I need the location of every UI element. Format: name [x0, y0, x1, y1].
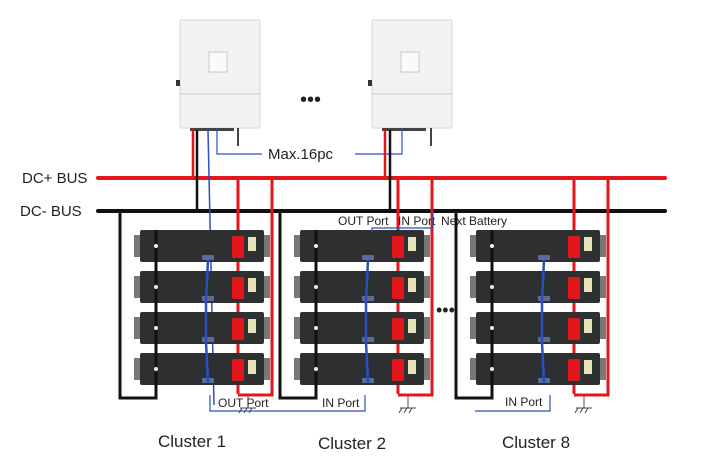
in-port-label: IN Port — [322, 396, 360, 410]
battery-module — [470, 230, 606, 262]
battery-module — [134, 230, 270, 262]
power-terminal-icon — [568, 236, 580, 258]
battery-module — [134, 353, 270, 385]
cluster-2-label: Cluster 2 — [318, 434, 386, 453]
power-terminal-icon — [232, 277, 244, 299]
ground-icon — [574, 407, 592, 414]
comm-link-8 — [475, 395, 551, 412]
power-terminal-icon — [392, 236, 404, 258]
comm-port-icon — [538, 255, 550, 260]
power-terminal-icon — [392, 359, 404, 381]
cluster-1-label: Cluster 1 — [158, 432, 226, 451]
battery-cluster-2 — [278, 178, 434, 414]
battery-module — [470, 353, 606, 385]
comm-port-icon — [362, 255, 374, 260]
breaker-icon — [584, 237, 592, 251]
inverter-display-icon — [400, 51, 420, 73]
comm-port-icon — [362, 296, 374, 301]
cluster-8-label: Cluster 8 — [502, 433, 570, 452]
inverter-1 — [176, 19, 261, 146]
breaker-icon — [248, 237, 256, 251]
inverter-ellipsis: ••• — [300, 89, 321, 111]
battery-cluster-3 — [454, 178, 610, 414]
battery-module — [294, 312, 430, 344]
dc-positive-bus-label: DC+ BUS — [22, 170, 87, 187]
comm-port-icon — [202, 255, 214, 260]
battery-module — [294, 353, 430, 385]
comm-port-icon — [538, 296, 550, 301]
comm-port-icon — [202, 296, 214, 301]
next-battery-label: Next Battery — [441, 214, 507, 228]
power-terminal-icon — [392, 318, 404, 340]
comm-port-icon — [362, 337, 374, 342]
in-port-label-2: IN Port — [398, 214, 436, 228]
comm-port-icon — [202, 337, 214, 342]
in-port-label-3: IN Port — [505, 395, 543, 409]
comm-port-icon — [538, 337, 550, 342]
comm-link-1-2 — [209, 395, 366, 412]
power-terminal-icon — [232, 318, 244, 340]
breaker-icon — [408, 237, 416, 251]
breaker-icon — [408, 319, 416, 333]
battery-module — [470, 271, 606, 303]
battery-module — [134, 271, 270, 303]
power-terminal-icon — [232, 359, 244, 381]
out-port-label-2: OUT Port — [338, 214, 389, 228]
breaker-icon — [584, 360, 592, 374]
power-terminal-icon — [568, 318, 580, 340]
cluster-ellipsis: ••• — [436, 300, 455, 320]
breaker-icon — [248, 360, 256, 374]
power-terminal-icon — [568, 359, 580, 381]
inverter-display-icon — [208, 51, 228, 73]
inverter-2 — [368, 19, 453, 146]
breaker-icon — [408, 360, 416, 374]
power-terminal-icon — [568, 277, 580, 299]
breaker-icon — [408, 278, 416, 292]
battery-module — [294, 230, 430, 262]
dc-negative-bus-label: DC- BUS — [20, 203, 82, 220]
ground-icon — [398, 407, 416, 414]
power-terminal-icon — [232, 236, 244, 258]
breaker-icon — [584, 278, 592, 292]
power-terminal-icon — [392, 277, 404, 299]
battery-module — [294, 271, 430, 303]
out-port-label: OUT Port — [218, 396, 269, 410]
breaker-icon — [584, 319, 592, 333]
breaker-icon — [248, 319, 256, 333]
battery-cluster-1 — [118, 178, 274, 414]
max-inverters-label: Max.16pc — [268, 146, 334, 163]
battery-module — [470, 312, 606, 344]
battery-module — [134, 312, 270, 344]
breaker-icon — [248, 278, 256, 292]
